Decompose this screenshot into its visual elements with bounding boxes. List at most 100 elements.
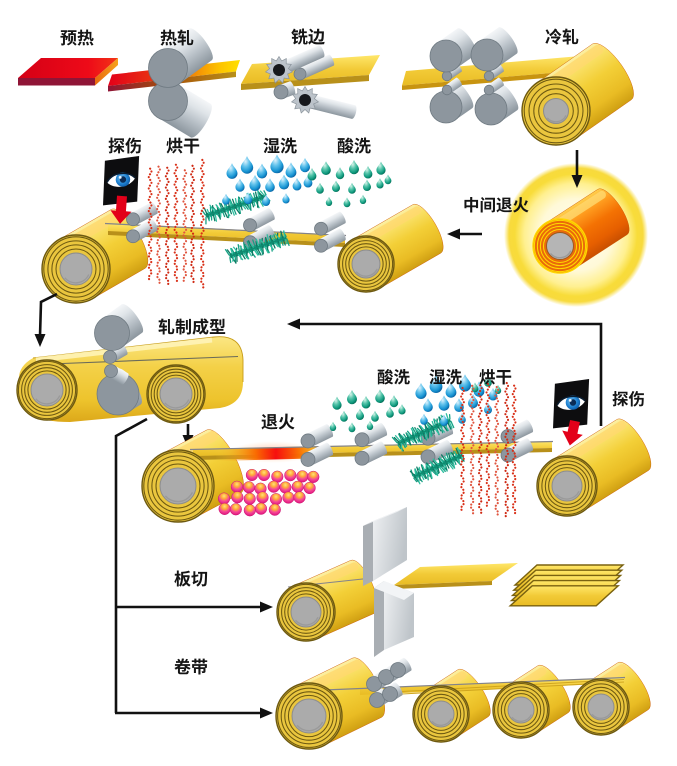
strip-coiling <box>275 657 651 750</box>
water-drop-icon <box>386 406 394 418</box>
slitter-disc <box>382 682 403 702</box>
water-drop-icon <box>240 156 254 174</box>
water-drop-icon <box>321 161 331 175</box>
water-drop-icon <box>307 167 317 181</box>
water-drop-icon <box>348 182 356 194</box>
line4-roll-bottom <box>354 441 388 466</box>
anneal-bubbles <box>217 468 320 517</box>
cold-coil-face <box>521 76 591 146</box>
label-line4-wet-washing <box>429 368 462 385</box>
glyph-stroke <box>308 28 325 45</box>
slitter-disc <box>390 657 412 678</box>
label-strip-coiling-text: 卷带 <box>174 658 208 677</box>
glyph-stroke <box>513 197 529 213</box>
label-line4-flaw-detection <box>612 390 644 407</box>
label-plate-cutting-text: 板切 <box>174 570 208 589</box>
labels-layer: 预热热轧铣边冷轧探伤烘干湿洗酸洗中间退火轧制成型退火酸洗湿洗烘干探伤板切卷带 <box>60 28 645 677</box>
glyph-stroke <box>278 413 295 430</box>
water-drop-icon <box>235 178 245 192</box>
water-drop-icon <box>458 412 466 424</box>
forming-coil-left-face <box>16 359 78 421</box>
water-drop-icon <box>340 410 348 422</box>
glyph-stroke <box>628 391 644 407</box>
flaw-detector-arrow <box>110 195 132 224</box>
forming-work-roll <box>103 343 128 364</box>
work-roll <box>441 63 462 82</box>
slit-coil-face <box>572 678 630 736</box>
water-drop-icon <box>361 395 371 409</box>
label-plate-cutting <box>174 570 208 587</box>
water-drop-icon <box>371 410 379 422</box>
glyph-stroke <box>174 570 191 587</box>
scrub-brush <box>391 413 455 452</box>
label-line4-wet-washing-text: 湿洗 <box>429 368 463 387</box>
glyph-stroke <box>480 197 495 213</box>
shear-blade-upper <box>363 521 373 586</box>
glyph-stroke <box>108 137 125 154</box>
water-drop-icon <box>349 160 359 175</box>
water-drop-icon <box>347 390 357 405</box>
hot-roll-bottom <box>148 81 212 138</box>
glyph-stroke <box>479 369 495 385</box>
glyph-stroke <box>177 29 194 46</box>
water-drop-icon <box>438 395 450 411</box>
scrub-brush <box>409 447 465 485</box>
water-drop-icon <box>343 197 351 208</box>
water-drop-icon <box>484 402 492 414</box>
drying-steam <box>147 158 205 290</box>
glyph-stroke <box>160 29 177 46</box>
label-edge-milling <box>291 28 325 45</box>
label-line2-drying <box>166 137 200 154</box>
line4-roll-bottom <box>420 439 454 465</box>
glyph-stroke <box>377 368 394 385</box>
arrow-coldroll-to-anneal <box>571 150 583 188</box>
glyph-stroke <box>166 137 183 154</box>
water-drop-icon <box>300 158 310 173</box>
flaw-detector-arrow <box>562 419 583 446</box>
label-hot-rolling-text: 热轧 <box>160 29 194 48</box>
label-line4-flaw-detection-text: 探伤 <box>612 390 645 409</box>
water-drop-icon <box>262 194 270 206</box>
label-cold-rolling <box>545 28 579 45</box>
work-roll <box>441 77 462 96</box>
water-drop-icon <box>249 175 261 191</box>
eye-icon <box>106 172 136 187</box>
label-line2-wet-washing-text: 湿洗 <box>263 137 297 156</box>
glyph-stroke <box>192 318 209 335</box>
label-cold-rolling-text: 冷轧 <box>545 28 579 47</box>
label-roll-forming <box>158 318 226 335</box>
anneal-heat-glow <box>231 441 315 463</box>
edge-milling <box>241 45 380 119</box>
label-line2-acid-washing <box>337 137 371 154</box>
backup-roll-top <box>470 27 518 72</box>
glyph-stroke <box>263 137 280 154</box>
water-drop-icon <box>389 395 399 408</box>
label-line2-drying-text: 烘干 <box>166 137 200 156</box>
glyph-stroke <box>545 28 562 45</box>
glyph-stroke <box>175 318 191 335</box>
water-drop-icon <box>285 162 297 178</box>
label-line4-annealing-text: 退火 <box>261 413 295 432</box>
slit-coil-face <box>412 685 470 743</box>
water-drop-icon <box>278 174 290 190</box>
line4-roll-top <box>500 419 534 444</box>
water-drop-icon <box>243 192 253 205</box>
label-intermediate-annealing <box>464 196 529 213</box>
pinch-roll-top <box>126 202 158 227</box>
label-hot-rolling <box>160 29 194 46</box>
backup-roll-top <box>429 28 477 73</box>
plate-cutting <box>276 507 625 657</box>
water-drop-icon <box>270 154 284 174</box>
label-line2-flaw-detection <box>108 137 141 154</box>
water-drop-icon <box>384 174 392 185</box>
flaw-detector-screen <box>103 156 140 206</box>
line2-rewind-face <box>41 234 111 304</box>
edge-cutter-lower <box>290 85 320 114</box>
glyph-stroke <box>191 571 208 587</box>
line4-roll-top <box>354 422 388 448</box>
water-drop-icon <box>473 381 485 397</box>
cut-coil-face <box>276 582 336 642</box>
wet-wash-drops <box>222 154 313 206</box>
water-drop-icon <box>265 178 275 192</box>
